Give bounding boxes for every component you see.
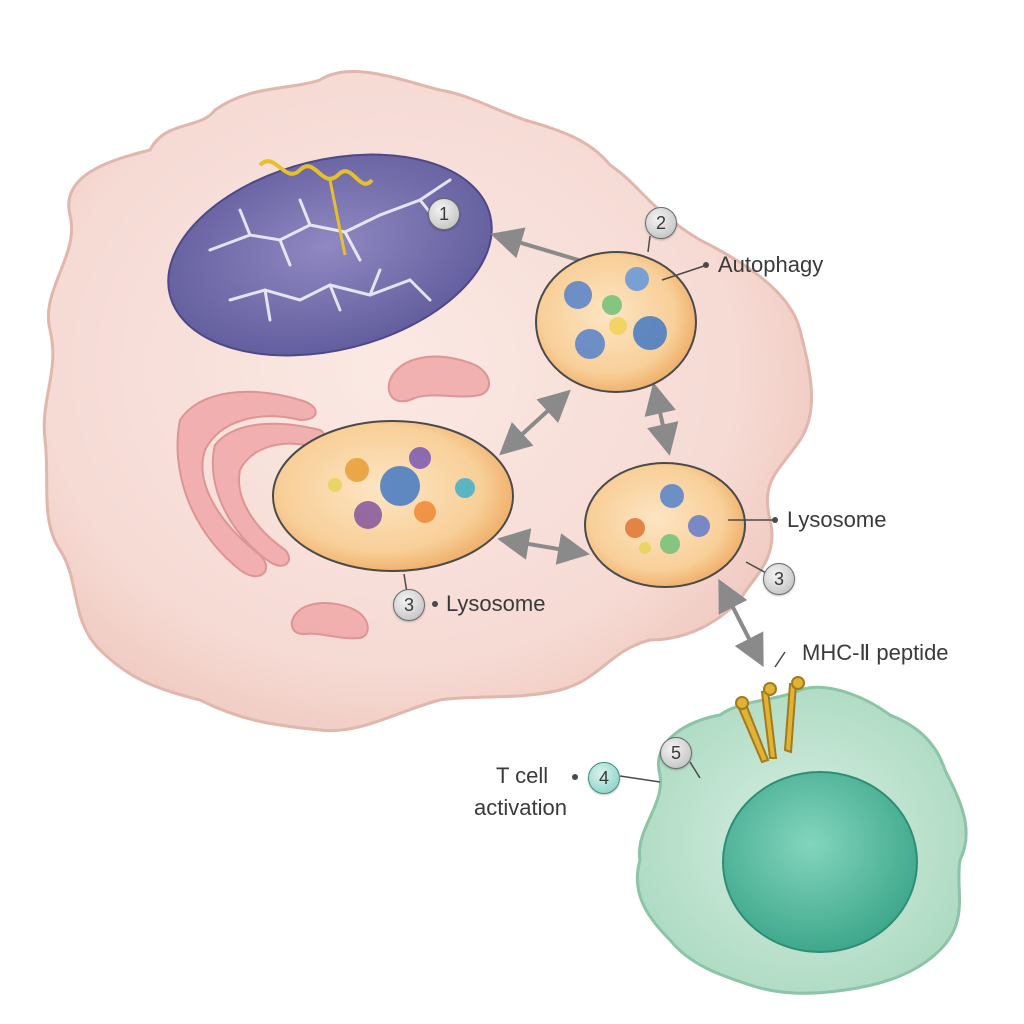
leader-lines: [403, 235, 786, 783]
step-badge-5: 5: [660, 737, 692, 769]
step-badge-1: 1: [428, 198, 460, 230]
label-autophagy: Autophagy: [718, 252, 824, 277]
step-badge-3-right: 3: [763, 563, 795, 595]
dna-strand: [258, 159, 374, 186]
lysosome-right-pointer-dot: [772, 517, 778, 523]
lysosome-bottom-pointer-dot: [432, 601, 438, 607]
step-badge-2: 2: [645, 207, 677, 239]
step-badge-3-bottom: 3: [393, 589, 425, 621]
mhc-receptors: [735, 676, 805, 764]
autophagosome: [535, 251, 697, 393]
label-t-cell-activation: T cell activation: [474, 763, 592, 821]
label-lysosome-bottom: Lysosome: [446, 591, 546, 616]
step-badge-4: 4: [588, 762, 620, 794]
t-cell: [635, 685, 968, 995]
label-t-cell-line1: T cell: [496, 763, 549, 788]
endoplasmic-reticulum: [176, 355, 490, 640]
label-mhc-peptide: MHC-Ⅱ peptide: [802, 640, 949, 665]
label-lysosome-right: Lysosome: [787, 507, 887, 532]
label-t-cell-line2: activation: [474, 795, 567, 821]
lysosome-small: [584, 462, 746, 588]
autophagy-pointer-dot: [703, 262, 709, 268]
process-arrows: [490, 227, 764, 668]
nucleus: [167, 153, 493, 357]
t-cell-pointer-dot: [572, 774, 578, 780]
lysosome-large: [272, 420, 514, 572]
